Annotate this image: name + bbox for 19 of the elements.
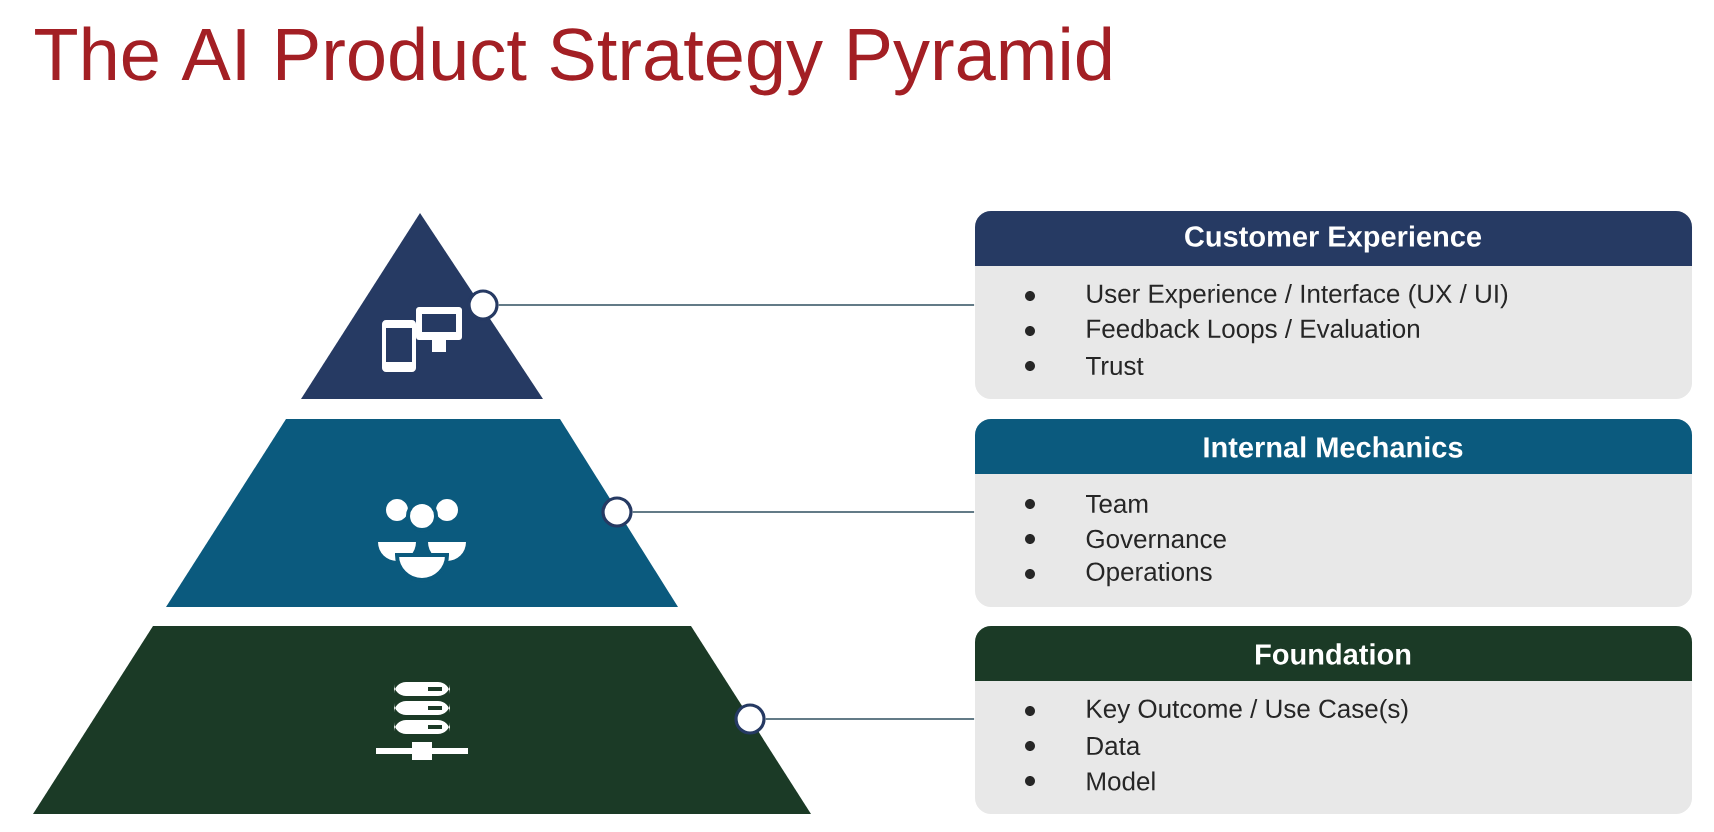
list-item: Governance [1025, 529, 1226, 549]
connector-line [631, 511, 975, 513]
pyramid-tier [166, 419, 678, 607]
card-header: Customer Experience [975, 211, 1692, 266]
list-item: Trust [1025, 356, 1144, 376]
list-item: Feedback Loops / Evaluation [1025, 318, 1419, 344]
list-item: User Experience / Interface (UX / UI) [1025, 283, 1508, 309]
pyramid-tier [33, 626, 811, 814]
list-item: Key Outcome / Use Case(s) [1025, 698, 1408, 724]
connector-line [497, 304, 975, 306]
connector-dot [467, 289, 499, 321]
card-header: Foundation [975, 626, 1692, 681]
list-item: Data [1025, 736, 1141, 756]
title: The AI Product Strategy Pyramid [35, 26, 1111, 96]
connector-line [764, 718, 975, 720]
list-item: Operations [1025, 561, 1212, 587]
list-item: Model [1025, 771, 1155, 791]
list-item: Team [1025, 494, 1148, 514]
card-header: Internal Mechanics [975, 419, 1692, 474]
